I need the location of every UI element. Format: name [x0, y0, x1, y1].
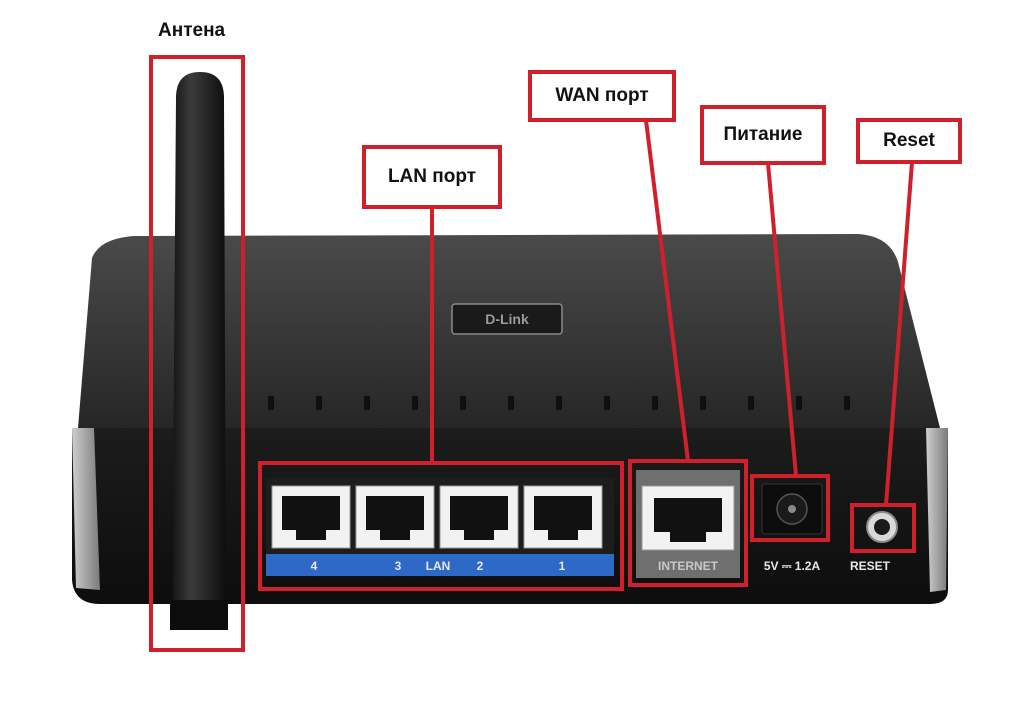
lan-port-number-1: 1 — [559, 559, 566, 573]
power-rating-text: 5V ⎓ 1.2A — [764, 559, 821, 573]
brand-logo: D-Link — [451, 303, 563, 335]
svg-text:D-Link: D-Link — [485, 311, 529, 327]
internet-port: INTERNET — [636, 470, 740, 578]
lan-port-label: LAN порт — [362, 145, 502, 209]
reset-button-hole: RESET — [850, 511, 898, 573]
lan-port-block: 4 3 LAN 2 1 — [266, 478, 614, 576]
power-jack: 5V ⎓ 1.2A — [761, 483, 823, 573]
power-frame — [750, 474, 830, 542]
lan-port-number-2: 2 — [477, 559, 484, 573]
lan-text: LAN — [426, 559, 451, 573]
router-side-edge-left — [72, 428, 100, 590]
power-label: Питание — [700, 105, 826, 165]
reset-text: RESET — [850, 559, 891, 573]
router-vents — [268, 396, 850, 410]
lan-port-number-4: 4 — [311, 559, 318, 573]
lan-port-number-3: 3 — [395, 559, 402, 573]
callout-connectors — [430, 119, 914, 506]
reset-frame — [850, 503, 916, 553]
wan-port-label: WAN порт — [528, 70, 676, 122]
internet-text: INTERNET — [658, 559, 719, 573]
antenna-frame — [149, 55, 245, 652]
lan-frame — [258, 461, 624, 591]
antenna-label: Антена — [158, 20, 226, 41]
callout-frames — [149, 55, 916, 652]
antenna — [170, 72, 228, 630]
reset-label: Reset — [856, 118, 962, 164]
router-side-edge-right — [926, 428, 948, 592]
